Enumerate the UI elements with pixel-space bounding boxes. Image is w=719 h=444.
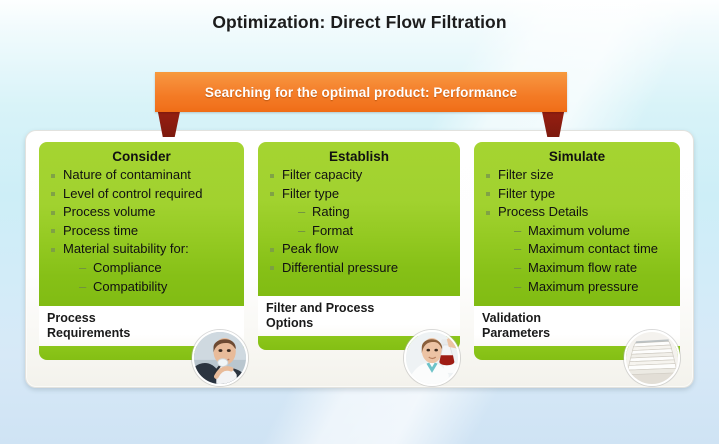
list-item: Filter capacity (266, 166, 452, 185)
panel-heading: Simulate (548, 149, 606, 164)
bullet-list: Filter size Filter type Process Details … (482, 166, 672, 296)
band-label-line1: Filter and Process (266, 301, 375, 315)
bullet-text: Process Details (498, 204, 589, 220)
lab-technician-flask-photo (404, 330, 460, 386)
businesswoman-thinking-photo (192, 330, 248, 386)
bullet-list: Filter capacity Filter type Rating Forma… (266, 166, 452, 278)
list-item: Process volume (47, 203, 236, 222)
band-label-line1: Validation (482, 311, 542, 326)
panel-consider: Consider Nature of contaminant Level of … (39, 142, 244, 307)
ribbon-label: Searching for the optimal product: Perfo… (204, 84, 518, 100)
list-item: Level of control required (47, 185, 236, 204)
sub-list-item: Format (296, 222, 452, 241)
band-label: Validation Parameters (482, 311, 550, 341)
sub-list-item: Maximum pressure (512, 278, 672, 297)
sub-list-item: Compatibility (77, 278, 236, 297)
bullet-text: Process time (63, 222, 139, 238)
band-label: Filter and Process Options (266, 301, 374, 331)
bullet-text: Differential pressure (282, 259, 399, 275)
panel-simulate: Simulate Filter size Filter type Process… (474, 142, 680, 307)
band-label-line2: Requirements (47, 326, 131, 341)
bullet-text: Filter size (498, 167, 554, 182)
page-title: Optimization: Direct Flow Filtration (212, 12, 507, 32)
sub-list-item: Maximum volume (512, 222, 672, 241)
column-establish: Establish Filter capacity Filter type Ra… (250, 130, 466, 388)
list-item: Peak flow (266, 240, 452, 259)
band-label-line2: Options (266, 316, 314, 330)
bullet-text: Peak flow (282, 241, 339, 257)
column-simulate: Simulate Filter size Filter type Process… (466, 130, 694, 388)
list-item: Differential pressure (266, 259, 452, 278)
sub-list-item: Rating (296, 203, 452, 222)
list-item: Process time (47, 222, 236, 241)
band-label-line1: Process (47, 311, 96, 326)
sub-bullet-list: Compliance Compatibility (77, 259, 236, 296)
band-label: Process Requirements (47, 311, 130, 341)
panel-establish: Establish Filter capacity Filter type Ra… (258, 142, 460, 296)
label-band-filter-and-process-options: Filter and Process Options (258, 296, 460, 336)
ribbon-banner: Searching for the optimal product: Perfo… (155, 72, 567, 137)
ribbon-bar: Searching for the optimal product: Perfo… (155, 72, 567, 112)
sub-list-item: Compliance (77, 259, 236, 278)
bullet-text: Level of control required (63, 185, 203, 201)
bullet-list: Nature of contaminant Level of control r… (47, 166, 236, 296)
panel-heading: Consider (112, 149, 171, 164)
bullet-text: Filter capacity (282, 167, 363, 182)
list-item: Material suitability for: Compliance Com… (47, 240, 236, 296)
bullet-text: Material suitability for: (63, 241, 189, 257)
band-label-line2: Parameters (482, 326, 551, 341)
bullet-text: Filter type (282, 185, 340, 201)
columns-container: Consider Nature of contaminant Level of … (25, 130, 694, 388)
sub-bullet-list: Rating Format (296, 203, 452, 240)
stack-of-documents-photo (624, 330, 680, 386)
bullet-text: Filter type (498, 185, 556, 201)
bullet-text: Process volume (63, 204, 156, 220)
list-item: Nature of contaminant (47, 166, 236, 185)
sub-bullet-list: Maximum volume Maximum contact time Maxi… (512, 222, 672, 296)
list-item: Filter type (482, 185, 672, 204)
list-item: Process Details Maximum volume Maximum c… (482, 203, 672, 296)
list-item: Filter size (482, 166, 672, 185)
panel-heading: Establish (328, 149, 390, 164)
sub-list-item: Maximum contact time (512, 240, 672, 259)
column-consider: Consider Nature of contaminant Level of … (25, 130, 250, 388)
bullet-text: Nature of contaminant (63, 167, 191, 182)
list-item: Filter type Rating Format (266, 185, 452, 241)
sub-list-item: Maximum flow rate (512, 259, 672, 278)
